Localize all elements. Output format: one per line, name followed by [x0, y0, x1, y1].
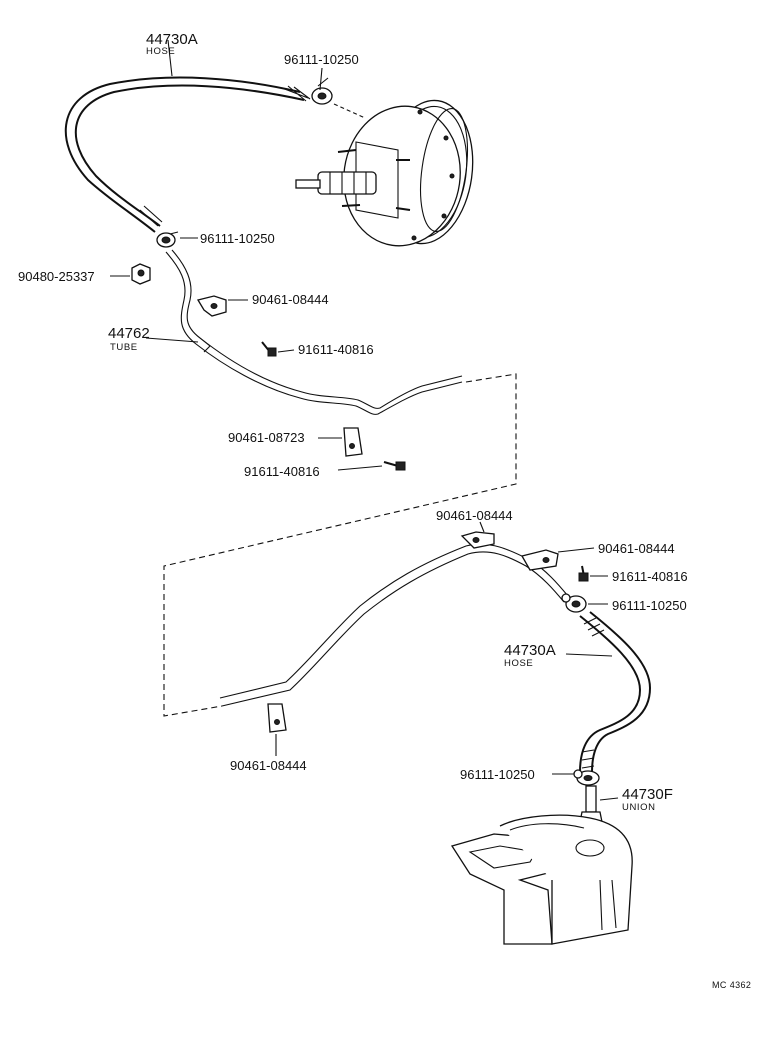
- bolt-right: [578, 565, 589, 582]
- clip-mid-label: 90461-08723: [228, 430, 305, 445]
- clip-right-leader: [557, 547, 595, 553]
- bolt-mid-label: 91611-40816: [244, 464, 320, 479]
- bolt-mid-leader: [337, 465, 383, 471]
- bolt-mid: [383, 461, 406, 471]
- clip-center-label: 90461-08444: [436, 508, 513, 523]
- clamp-bottom: [573, 769, 600, 786]
- clamp-top-right: [311, 67, 333, 105]
- clip-bottom-label: 90461-08444: [230, 758, 307, 773]
- tube-lower: [219, 543, 569, 707]
- clip-center: [460, 531, 495, 549]
- tube-upper: [165, 249, 463, 415]
- clip-right-label: 90461-08444: [598, 541, 675, 556]
- hose-top-part-number: 44730A: [146, 31, 198, 48]
- clamp-right: [561, 593, 587, 613]
- intake-manifold: [450, 814, 633, 945]
- tube-part-name: TUBE: [110, 342, 138, 353]
- bolt-upper: [261, 341, 277, 357]
- bolt-right-label: 91611-40816: [612, 569, 688, 584]
- clip-upper: [196, 295, 227, 317]
- clamp-mid: [156, 231, 179, 248]
- bolt-upper-label: 91611-40816: [298, 342, 374, 357]
- nut: [131, 263, 151, 285]
- nut-label: 90480-25337: [18, 269, 95, 284]
- clip-right: [521, 549, 559, 571]
- lower-hose: [579, 611, 652, 773]
- connection-dash-top: [333, 103, 366, 119]
- bolt-upper-leader: [277, 349, 295, 353]
- tube-leader: [145, 337, 199, 343]
- clip-mid: [343, 427, 363, 457]
- union-part-number: 44730F: [622, 786, 673, 803]
- clamp-bottom-label: 96111-10250: [460, 767, 535, 782]
- clamp-right-label: 96111-10250: [612, 598, 687, 613]
- upper-hose: [64, 76, 311, 233]
- connection-dashed-box: [163, 373, 517, 717]
- tube-part-number: 44762: [108, 325, 150, 342]
- clip-center-leader: [479, 521, 485, 533]
- hose-lower-part-number: 44730A: [504, 642, 556, 659]
- union-leader: [599, 797, 619, 801]
- clamp-top-right-label: 96111-10250: [284, 52, 359, 67]
- clip-upper-label: 90461-08444: [252, 292, 329, 307]
- clamp-mid-label: 96111-10250: [200, 231, 275, 246]
- clip-bottom: [267, 703, 287, 733]
- diagram-code: MC 4362: [712, 980, 751, 990]
- union-part-name: UNION: [622, 802, 656, 813]
- hose-top-leader: [167, 39, 173, 77]
- hose-lower-leader: [565, 653, 613, 657]
- hose-lower-part-name: HOSE: [504, 658, 533, 669]
- brake-booster: [295, 99, 474, 247]
- hose-top-part-name: HOSE: [146, 46, 175, 57]
